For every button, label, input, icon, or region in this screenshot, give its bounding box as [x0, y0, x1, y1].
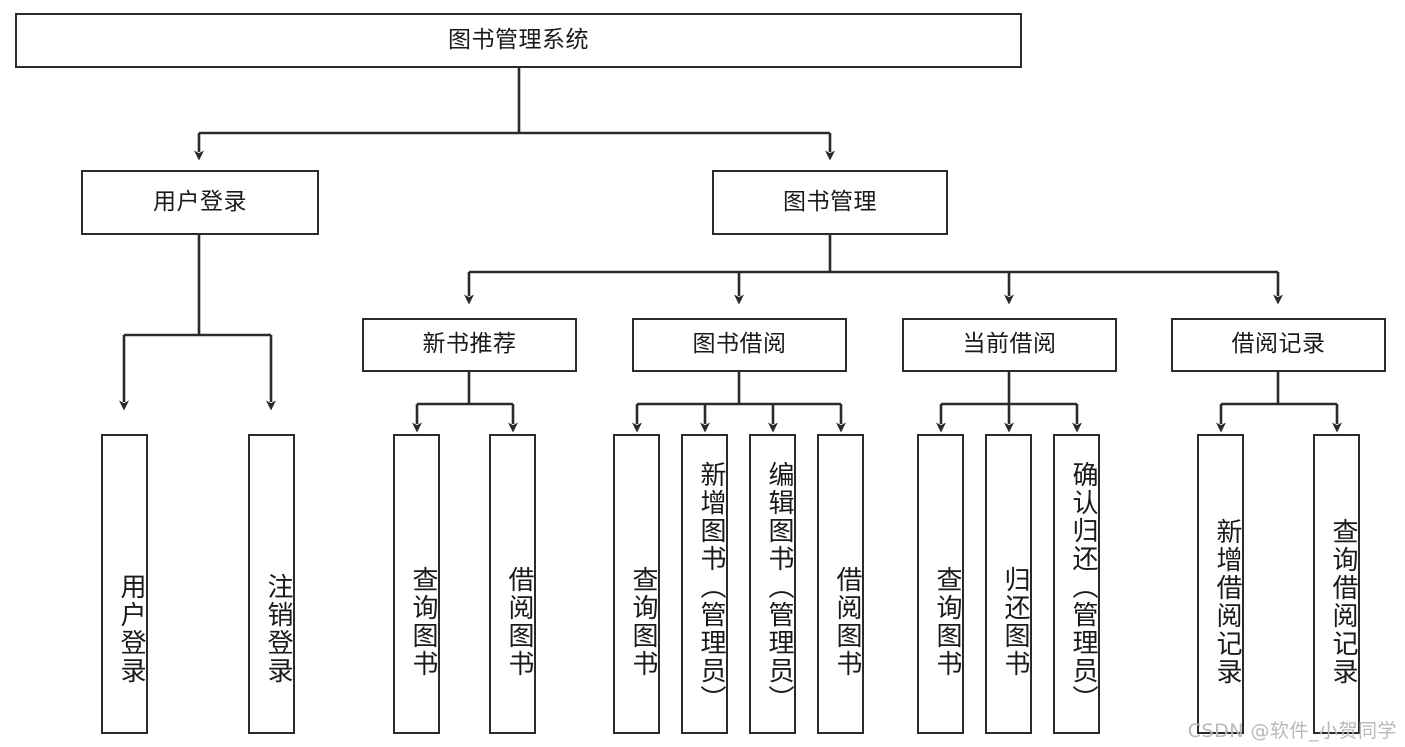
node-leaf-return-book[interactable]: 归还图书	[985, 434, 1032, 734]
node-leaf-query-book-3[interactable]: 查询图书	[917, 434, 964, 734]
node-book-borrow-label: 图书借阅	[692, 331, 787, 358]
node-borrow-record[interactable]: 借阅记录	[1171, 318, 1386, 372]
watermark: CSDN @软件_小贺同学	[1187, 720, 1397, 742]
node-leaf-edit-book-label: 编辑图书（管理员）	[764, 461, 794, 713]
node-root[interactable]: 图书管理系统	[15, 13, 1022, 68]
node-leaf-query-record[interactable]: 查询借阅记录	[1313, 434, 1360, 734]
node-leaf-query-book-1[interactable]: 查询图书	[393, 434, 440, 734]
node-leaf-user-login[interactable]: 用户登录	[101, 434, 148, 734]
node-leaf-query-record-label: 查询借阅记录	[1328, 518, 1358, 686]
node-user-login[interactable]: 用户登录	[81, 170, 319, 235]
node-root-label: 图书管理系统	[448, 26, 589, 53]
node-book-manage[interactable]: 图书管理	[712, 170, 948, 235]
node-leaf-query-book-3-label: 查询图书	[932, 566, 962, 678]
node-leaf-add-book-label: 新增图书（管理员）	[696, 461, 726, 713]
node-leaf-confirm-return[interactable]: 确认归还（管理员）	[1053, 434, 1100, 734]
node-leaf-borrow-book-1[interactable]: 借阅图书	[489, 434, 536, 734]
node-leaf-logout[interactable]: 注销登录	[248, 434, 295, 734]
node-leaf-add-record-label: 新增借阅记录	[1212, 518, 1242, 686]
node-leaf-borrow-book-1-label: 借阅图书	[504, 566, 534, 678]
node-new-book-recommend[interactable]: 新书推荐	[362, 318, 577, 372]
node-leaf-return-book-label: 归还图书	[1000, 566, 1030, 678]
node-current-borrow-label: 当前借阅	[962, 331, 1057, 358]
node-book-manage-label: 图书管理	[783, 188, 877, 215]
node-leaf-user-login-label: 用户登录	[116, 573, 146, 685]
node-leaf-query-book-1-label: 查询图书	[408, 566, 438, 678]
node-leaf-query-book-2[interactable]: 查询图书	[613, 434, 660, 734]
node-leaf-borrow-book-2-label: 借阅图书	[832, 566, 862, 678]
node-leaf-query-book-2-label: 查询图书	[628, 566, 658, 678]
node-leaf-confirm-return-label: 确认归还（管理员）	[1068, 461, 1098, 713]
node-leaf-add-record[interactable]: 新增借阅记录	[1197, 434, 1244, 734]
node-book-borrow[interactable]: 图书借阅	[632, 318, 847, 372]
node-leaf-add-book[interactable]: 新增图书（管理员）	[681, 434, 728, 734]
node-new-book-recommend-label: 新书推荐	[422, 331, 517, 358]
node-leaf-borrow-book-2[interactable]: 借阅图书	[817, 434, 864, 734]
node-leaf-logout-label: 注销登录	[263, 573, 293, 685]
node-borrow-record-label: 借阅记录	[1231, 331, 1326, 358]
node-leaf-edit-book[interactable]: 编辑图书（管理员）	[749, 434, 796, 734]
node-user-login-label: 用户登录	[153, 188, 247, 215]
node-current-borrow[interactable]: 当前借阅	[902, 318, 1117, 372]
